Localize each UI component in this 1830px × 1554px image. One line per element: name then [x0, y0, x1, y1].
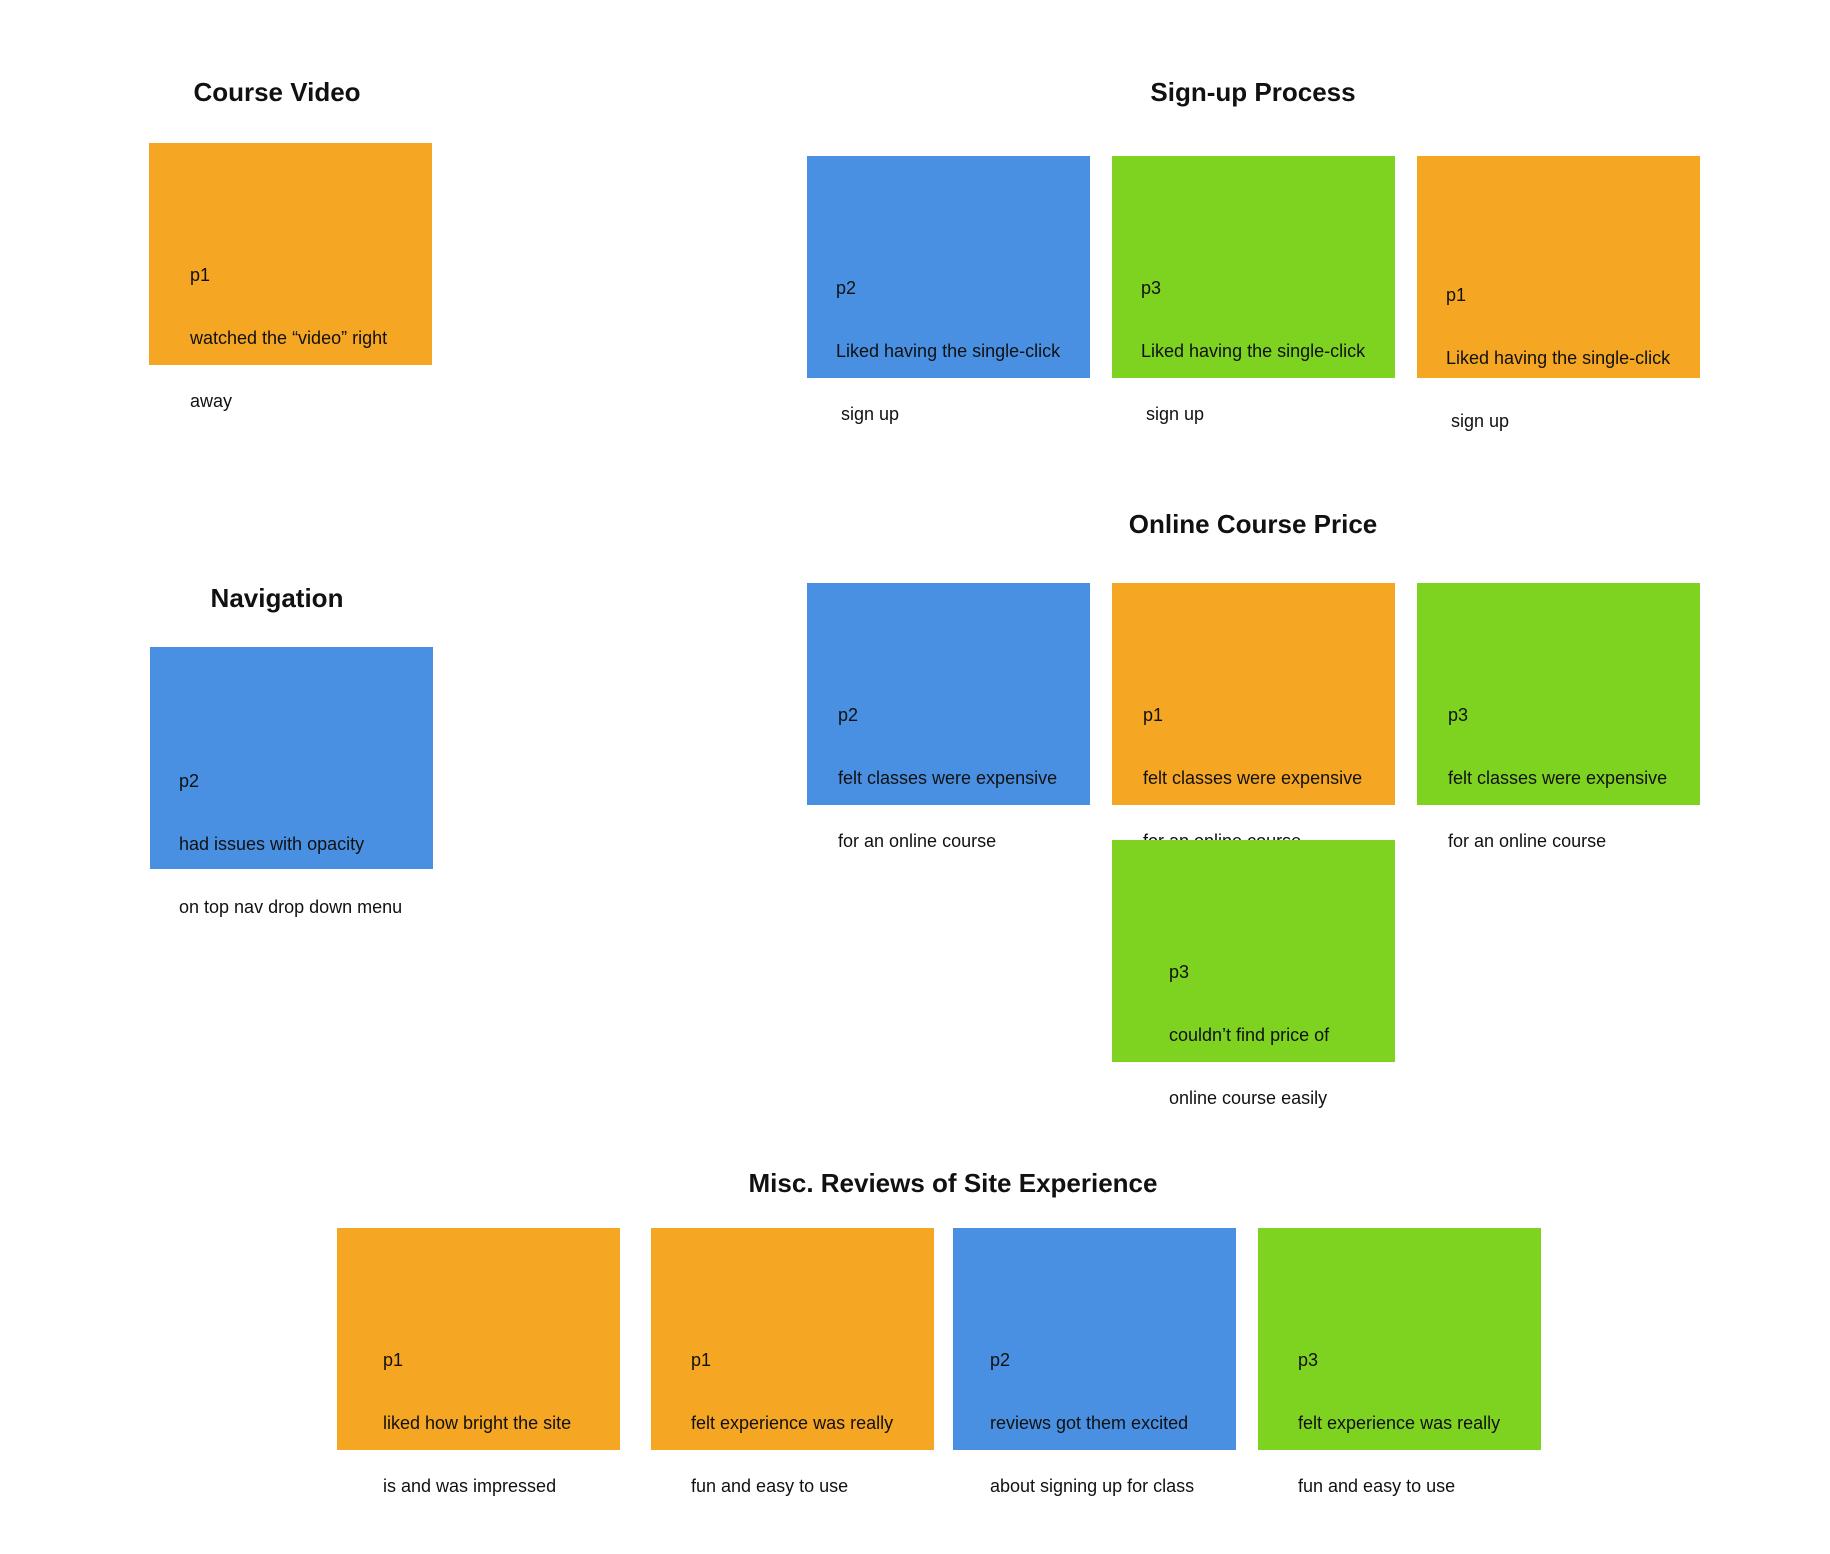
note-text-line: Liked having the single-click	[1141, 341, 1366, 361]
sticky-note[interactable]: p3 Liked having the single-click sign up	[1112, 156, 1395, 424]
note-text-line: sign up	[1141, 404, 1205, 424]
note-participant: p2	[838, 705, 859, 725]
note-text-line: online course easily	[1169, 1088, 1328, 1108]
sticky-note[interactable]: p1 watched the “video” right away	[149, 143, 432, 411]
sticky-note[interactable]: p2 had issues with opacity on top nav dr…	[150, 647, 433, 917]
note-text-line: fun and easy to use	[1298, 1476, 1456, 1496]
sticky-note[interactable]: p2 reviews got them excited about signin…	[953, 1228, 1236, 1496]
note-text-line: felt experience was really	[1298, 1413, 1501, 1433]
note-text-line: liked how bright the site	[383, 1413, 572, 1433]
note-text-line: felt classes were expensive	[838, 768, 1058, 788]
note-participant: p2	[990, 1350, 1011, 1370]
sticky-note[interactable]: p1 felt classes were expensive for an on…	[1112, 583, 1395, 851]
note-text-line: for an online course	[838, 831, 997, 851]
note-participant: p1	[1143, 705, 1164, 725]
group-title-misc-reviews: Misc. Reviews of Site Experience	[748, 1168, 1158, 1198]
sticky-note[interactable]: p2 Liked having the single-click sign up	[807, 156, 1090, 424]
sticky-note[interactable]: p3 couldn’t find price of online course …	[1112, 840, 1395, 1108]
sticky-note[interactable]: p1 Liked having the single-click sign up	[1417, 156, 1700, 431]
note-participant: p1	[190, 265, 211, 285]
note-participant: p1	[383, 1350, 404, 1370]
sticky-note[interactable]: p3 felt classes were expensive for an on…	[1417, 583, 1700, 851]
note-participant: p3	[1298, 1350, 1319, 1370]
group-title-navigation: Navigation	[210, 583, 344, 613]
note-text-line: about signing up for class	[990, 1476, 1195, 1496]
note-text-line: felt classes were expensive	[1143, 768, 1363, 788]
note-participant: p3	[1448, 705, 1469, 725]
sticky-note[interactable]: p1 liked how bright the site is and was …	[337, 1228, 620, 1496]
group-title-course-video: Course Video	[193, 77, 361, 107]
note-text-line: on top nav drop down menu	[179, 897, 403, 917]
note-text-line: watched the “video” right	[190, 328, 388, 348]
note-text-line: for an online course	[1448, 831, 1607, 851]
sticky-note[interactable]: p1 felt experience was really fun and ea…	[651, 1228, 934, 1496]
sticky-note[interactable]: p3 felt experience was really fun and ea…	[1258, 1228, 1541, 1496]
sticky-note[interactable]: p2 felt classes were expensive for an on…	[807, 583, 1090, 851]
note-text-line: had issues with opacity	[179, 834, 365, 854]
note-participant: p1	[691, 1350, 712, 1370]
note-participant: p2	[836, 278, 857, 298]
note-text-line: Liked having the single-click	[1446, 348, 1671, 368]
note-text-line: is and was impressed	[383, 1476, 557, 1496]
note-participant: p3	[1141, 278, 1162, 298]
note-text-line: couldn’t find price of	[1169, 1025, 1330, 1045]
note-text-line: sign up	[1446, 411, 1510, 431]
note-text-line: reviews got them excited	[990, 1413, 1189, 1433]
group-title-online-course-price: Online Course Price	[1128, 509, 1378, 539]
note-text-line: felt classes were expensive	[1448, 768, 1668, 788]
group-title-signup-process: Sign-up Process	[1150, 77, 1356, 107]
note-text-line: felt experience was really	[691, 1413, 894, 1433]
note-participant: p3	[1169, 962, 1190, 982]
note-participant: p1	[1446, 285, 1467, 305]
note-participant: p2	[179, 771, 200, 791]
note-text-line: Liked having the single-click	[836, 341, 1061, 361]
note-text-line: sign up	[836, 404, 900, 424]
note-text-line: away	[190, 391, 233, 411]
note-text-line: fun and easy to use	[691, 1476, 849, 1496]
